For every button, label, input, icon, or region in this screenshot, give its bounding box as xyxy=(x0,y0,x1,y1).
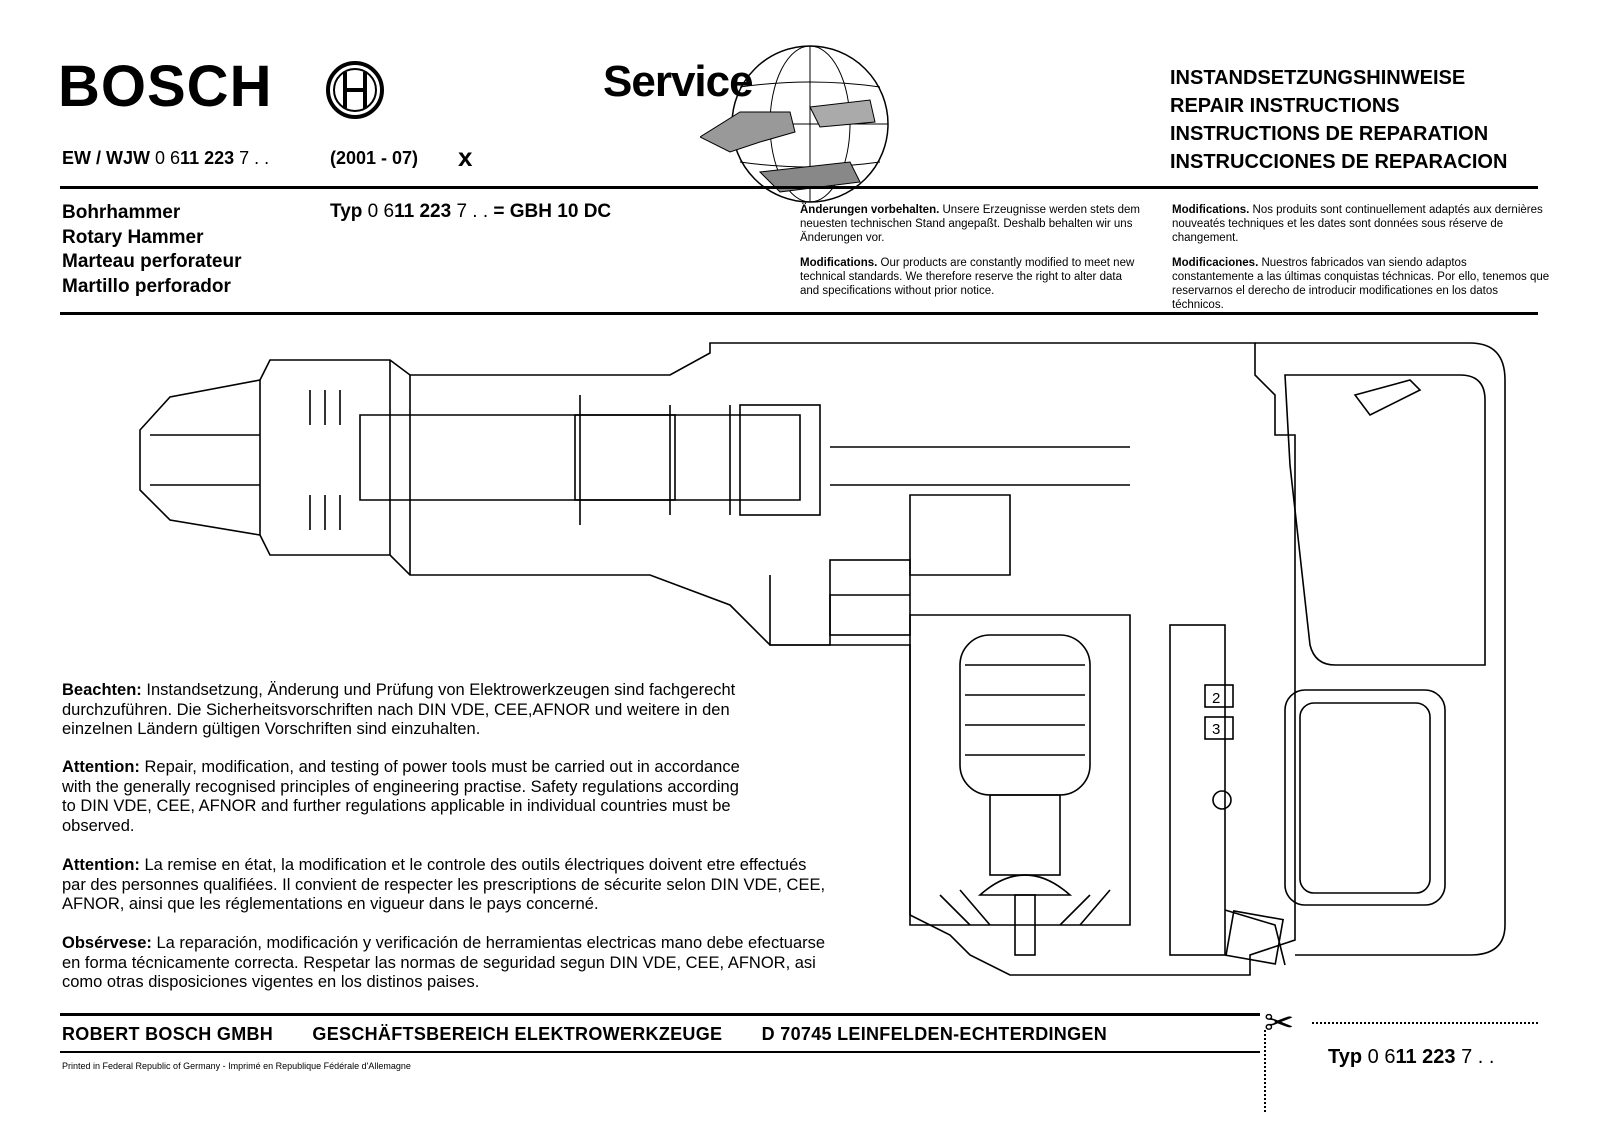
footer-top-divider xyxy=(60,1013,1260,1016)
service-title: Service xyxy=(603,57,754,106)
header-divider xyxy=(60,186,1538,189)
scissors-icon: ✂ xyxy=(1264,1002,1295,1043)
footer-division: GESCHÄFTSBEREICH ELEKTROWERKZEUGE xyxy=(312,1024,723,1044)
rotary-hammer-sectional-drawing: 2 3 xyxy=(139,342,1506,976)
title-en: REPAIR INSTRUCTIONS xyxy=(1170,95,1400,117)
footer-company: ROBERT BOSCH GMBH xyxy=(62,1024,274,1044)
cut-line-vertical xyxy=(1264,1030,1266,1112)
document-date: (2001 - 07) xyxy=(330,148,419,168)
title-es: INSTRUCCIONES DE REPARACION xyxy=(1170,151,1508,173)
document-mark: x xyxy=(458,142,473,172)
footer-bottom-divider xyxy=(60,1051,1260,1053)
product-name-de: Bohrhammer xyxy=(62,202,181,223)
title-de: INSTANDSETZUNGSHINWEISE xyxy=(1170,67,1466,89)
notice-fr: Modifications. Nos produits sont continu… xyxy=(1172,204,1543,244)
notice-de: Änderungen vorbehalten. Unsere Erzeugnis… xyxy=(800,204,1141,244)
notice-en: Modifications. Our products are constant… xyxy=(800,257,1135,297)
document-number: EW / WJW 0 611 223 7 . . xyxy=(62,148,270,168)
product-names: Bohrhammer Rotary Hammer Marteau perfora… xyxy=(62,201,242,299)
service-globe-icon xyxy=(700,45,889,203)
warning-es: Obsérvese: La reparación, modificación y… xyxy=(62,934,826,991)
instruction-titles: INSTANDSETZUNGSHINWEISE REPAIR INSTRUCTI… xyxy=(1170,64,1507,176)
warning-de: Beachten: Instandsetzung, Änderung und P… xyxy=(62,681,736,738)
product-divider xyxy=(60,312,1538,315)
footer-company-line: ROBERT BOSCH GMBH GESCHÄFTSBEREICH ELEKT… xyxy=(62,1024,1141,1045)
title-fr: INSTRUCTIONS DE REPARATION xyxy=(1170,123,1489,145)
printed-note: Printed in Federal Republic of Germany -… xyxy=(62,1061,411,1071)
bosch-armature-logo-icon xyxy=(326,61,384,119)
product-name-fr: Marteau perforateur xyxy=(62,251,242,272)
footer-product-type: Typ 0 611 223 7 . . xyxy=(1328,1046,1495,1068)
product-type: Typ 0 611 223 7 . . = GBH 10 DC xyxy=(330,201,612,222)
product-name-en: Rotary Hammer xyxy=(62,226,204,248)
warning-en: Attention: Repair, modification, and tes… xyxy=(62,758,740,835)
product-name-es: Martillo perforador xyxy=(62,275,231,297)
bosch-logo: BOSCH xyxy=(58,54,273,119)
warning-fr: Attention: La remise en état, la modific… xyxy=(62,856,826,913)
cut-line-horizontal xyxy=(1312,1022,1538,1024)
footer-address: D 70745 LEINFELDEN-ECHTERDINGEN xyxy=(761,1024,1108,1044)
notice-es: Modificaciones. Nuestros fabricados van … xyxy=(1172,257,1550,311)
drawing-label-2: 2 xyxy=(1212,690,1220,707)
drawing-label-3: 3 xyxy=(1212,721,1220,738)
